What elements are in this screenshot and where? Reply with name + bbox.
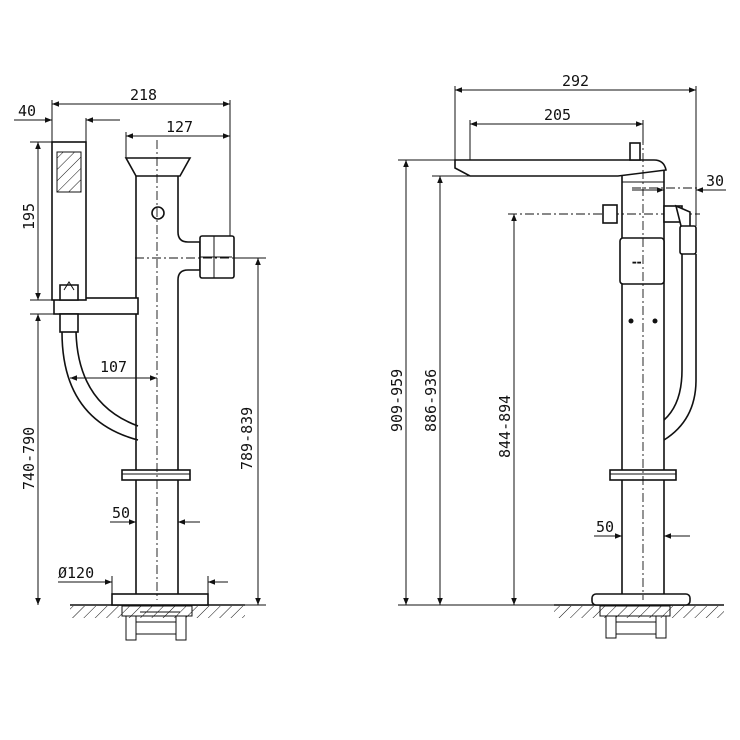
dim-909-959: 909-959 bbox=[388, 369, 406, 432]
spout-top-cap bbox=[629, 142, 641, 161]
dimensions-right: 292 205 30 909-959 886-936 844-894 50 bbox=[388, 72, 726, 606]
dim-107: 107 bbox=[100, 358, 127, 376]
dim-195: 195 bbox=[20, 203, 38, 230]
hose-inner-left bbox=[75, 331, 139, 427]
dim-40: 40 bbox=[18, 102, 36, 120]
floor-fixture-left bbox=[121, 605, 193, 641]
right-elevation-view: ▬▬ bbox=[388, 72, 726, 639]
dim-50-left: 50 bbox=[112, 504, 130, 522]
brand-logo: ▬▬ bbox=[632, 260, 642, 266]
holder-arm bbox=[53, 297, 139, 315]
hose-connector-right bbox=[663, 204, 697, 255]
hand-shower-left bbox=[51, 141, 87, 333]
left-elevation-view: 40 218 127 195 107 740-790 789-839 bbox=[14, 86, 266, 641]
dim-740-790: 740-790 bbox=[20, 427, 38, 490]
column-right: ▬▬ bbox=[508, 136, 700, 600]
dim-127: 127 bbox=[166, 118, 193, 136]
hose-outer-right bbox=[663, 254, 697, 441]
floor-hatch-right bbox=[554, 606, 724, 618]
floor-fixture-right bbox=[599, 605, 671, 639]
base-plate-right bbox=[591, 593, 691, 606]
column-left bbox=[121, 140, 262, 600]
dim-50-right: 50 bbox=[596, 518, 614, 536]
dimensions-left: 40 218 127 195 107 740-790 789-839 bbox=[14, 86, 266, 606]
dim-205: 205 bbox=[544, 106, 571, 124]
side-knob bbox=[602, 204, 618, 224]
dim-292: 292 bbox=[562, 72, 589, 90]
base-plate-left bbox=[111, 593, 209, 606]
dim-30: 30 bbox=[706, 172, 724, 190]
dim-789-839: 789-839 bbox=[238, 407, 256, 470]
spout bbox=[454, 159, 667, 177]
dim-844-894: 844-894 bbox=[496, 395, 514, 458]
dim-diameter-120: Ø120 bbox=[58, 564, 94, 582]
dim-218: 218 bbox=[130, 86, 157, 104]
dim-886-936: 886-936 bbox=[422, 369, 440, 432]
hose-inner-right bbox=[663, 254, 683, 421]
hose-outer-left bbox=[61, 331, 139, 441]
spray-nozzle-grid bbox=[56, 151, 82, 193]
